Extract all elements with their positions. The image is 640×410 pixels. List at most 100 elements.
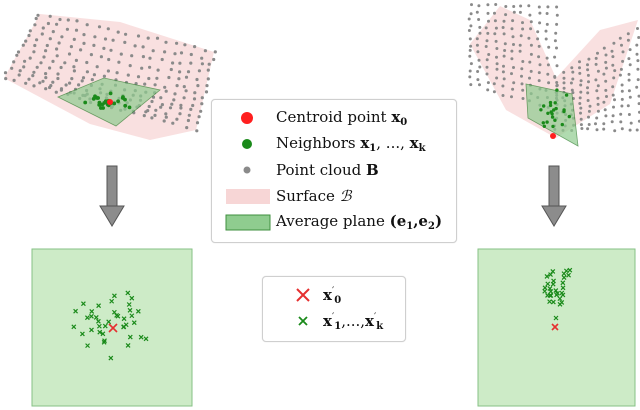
cloud-point <box>56 72 60 76</box>
cloud-point <box>504 13 508 17</box>
neighbor-point <box>120 96 125 100</box>
cloud-point <box>18 69 22 73</box>
cloud-point <box>612 105 615 109</box>
cloud-point <box>40 32 44 36</box>
cloud-point <box>529 27 533 31</box>
cloud-point <box>44 76 48 80</box>
projected-neighbor <box>563 268 569 274</box>
cloud-point <box>184 89 188 93</box>
cloud-point <box>637 102 640 106</box>
cloud-point <box>595 128 599 132</box>
cloud-point <box>587 115 590 119</box>
left-surface-panel <box>3 13 217 140</box>
cloud-point <box>150 116 154 120</box>
cloud-point <box>529 43 533 47</box>
cloud-point <box>626 32 630 36</box>
cloud-point <box>604 60 608 64</box>
cloud-point <box>604 114 608 118</box>
cloud-point <box>604 79 608 83</box>
cloud-point <box>555 83 559 87</box>
cloud-point <box>66 18 70 22</box>
cloud-point <box>512 81 516 85</box>
cloud-point <box>106 27 110 31</box>
left-projected-points <box>71 290 149 361</box>
cloud-point <box>147 76 151 81</box>
cloud-point <box>48 66 52 70</box>
cloud-point <box>32 70 36 74</box>
legend-main: Centroid point x0 Neighbors x1, ..., xk … <box>211 99 457 243</box>
cloud-point <box>620 127 624 131</box>
cloud-point <box>45 43 49 48</box>
cloud-point <box>579 117 583 121</box>
cloud-point <box>555 22 559 26</box>
cloud-point <box>41 26 45 30</box>
cloud-point <box>628 128 632 132</box>
cloud-point <box>164 89 168 93</box>
projected-neighbor <box>548 272 553 278</box>
cloud-point <box>512 66 515 69</box>
cloud-point <box>510 72 513 76</box>
projected-neighbor <box>125 343 131 348</box>
cloud-point <box>587 123 591 126</box>
cloud-point <box>544 37 548 41</box>
projected-neighbor <box>547 299 552 305</box>
cloud-point <box>594 78 598 82</box>
cloud-point <box>580 127 584 130</box>
projected-neighbor <box>96 323 102 329</box>
cloud-point <box>72 37 76 42</box>
cloud-point <box>529 20 533 24</box>
legend-label-projected-neighbors: x′1,...,x′k <box>323 312 384 332</box>
cloud-point <box>636 67 640 71</box>
cloud-point <box>212 57 216 62</box>
neighbor-point <box>567 114 571 119</box>
cloud-point <box>164 40 168 44</box>
legend-label-point-cloud: Point cloud B <box>276 161 379 179</box>
cloud-point <box>627 78 631 82</box>
cloud-point <box>189 107 193 111</box>
projected-neighbor <box>97 329 103 335</box>
cloud-point <box>537 55 541 59</box>
cloud-point <box>545 22 549 26</box>
cloud-point <box>571 77 575 81</box>
projected-neighbor <box>560 292 566 298</box>
cloud-point <box>586 73 590 77</box>
cloud-point <box>204 90 209 94</box>
cloud-point <box>193 45 197 49</box>
cloud-point <box>595 89 599 93</box>
cloud-point <box>97 25 102 29</box>
cloud-point <box>512 5 516 8</box>
cloud-point <box>495 76 499 80</box>
cloud-point <box>203 49 207 53</box>
projected-neighbor <box>129 313 135 319</box>
neighbor-point <box>554 106 558 111</box>
cloud-point <box>611 93 615 97</box>
projected-neighbor <box>121 316 127 322</box>
cloud-point <box>570 88 574 92</box>
neighbor-point <box>555 88 559 92</box>
cloud-point <box>70 77 74 81</box>
cloud-point <box>179 51 184 55</box>
cloud-point <box>493 19 497 23</box>
right-projected-points <box>542 267 573 321</box>
cloud-point <box>33 23 37 27</box>
cloud-point <box>547 81 551 85</box>
cloud-point <box>502 19 506 23</box>
projected-neighbor <box>93 314 99 320</box>
projected-neighbor <box>126 302 132 307</box>
cloud-point <box>635 52 639 56</box>
cloud-point <box>510 95 513 99</box>
cloud-point <box>12 78 16 82</box>
projected-neighbor <box>115 313 121 319</box>
cloud-point <box>142 114 146 118</box>
cloud-point <box>628 63 632 67</box>
cloud-point <box>547 45 551 49</box>
cloud-point <box>578 96 582 100</box>
cloud-point <box>537 44 541 48</box>
right-centroid <box>550 133 556 139</box>
cloud-point <box>495 55 498 59</box>
cloud-point <box>200 56 204 60</box>
cloud-point <box>613 69 617 73</box>
cloud-point <box>596 69 600 73</box>
cloud-point <box>206 77 210 81</box>
cloud-point <box>17 73 21 77</box>
